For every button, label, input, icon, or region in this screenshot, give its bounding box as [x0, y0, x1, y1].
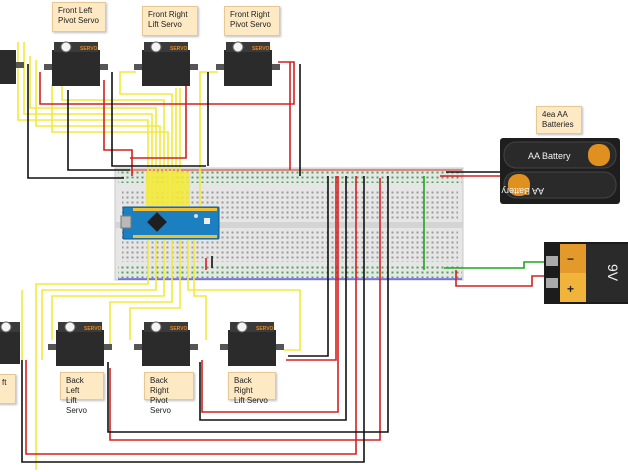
bus-wires	[423, 176, 546, 270]
aa-battery-label: AA Battery	[501, 186, 544, 196]
note-front-right-pivot: Front Right Pivot Servo	[224, 6, 280, 36]
note-front-left-pivot: Front Left Pivot Servo	[52, 2, 106, 32]
servo-brand-label: SERVO	[252, 46, 270, 52]
arduino-nano	[120, 206, 220, 240]
battery-plus-symbol: +	[567, 282, 574, 296]
9v-battery: − + 9V	[544, 242, 628, 304]
battery-minus-symbol: −	[567, 252, 574, 266]
ground-wires	[21, 64, 500, 463]
servo-front-right-lift: SERVO	[134, 41, 198, 86]
servo-back-right-lift: SERVO	[220, 321, 284, 366]
note-partial-left: ft	[0, 374, 16, 404]
note-front-right-lift: Front Right Lift Servo	[142, 6, 198, 36]
servo-front-left-pivot: SERVO	[44, 41, 108, 86]
servo-brand-label: SERVO	[256, 326, 274, 332]
servo-brand-label: SERVO	[170, 46, 188, 52]
servo-brand-label: SERVO	[80, 46, 98, 52]
power-wires	[25, 61, 546, 455]
aa-battery-pack: AA Battery AA Battery	[500, 138, 620, 204]
servo-back-right-pivot: SERVO	[134, 321, 198, 366]
note-back-right-lift: Back Right Lift Servo	[228, 372, 276, 405]
note-back-right-pivot: Back Right Pivot Servo	[144, 372, 194, 415]
servo-back-left-pivot	[0, 321, 20, 364]
servo-brand-label: SERVO	[170, 326, 188, 332]
servo-back-left-lift: SERVO	[48, 321, 112, 366]
servo-front-right-pivot: SERVO	[216, 41, 280, 86]
servo-front-left-lift	[0, 50, 24, 84]
note-back-left-lift: Back Left Lift Servo	[60, 372, 104, 415]
aa-battery-label: AA Battery	[528, 151, 571, 161]
note-batteries: 4ea AA Batteries	[536, 106, 582, 134]
9v-label: 9V	[605, 264, 621, 282]
servo-brand-label: SERVO	[84, 326, 102, 332]
